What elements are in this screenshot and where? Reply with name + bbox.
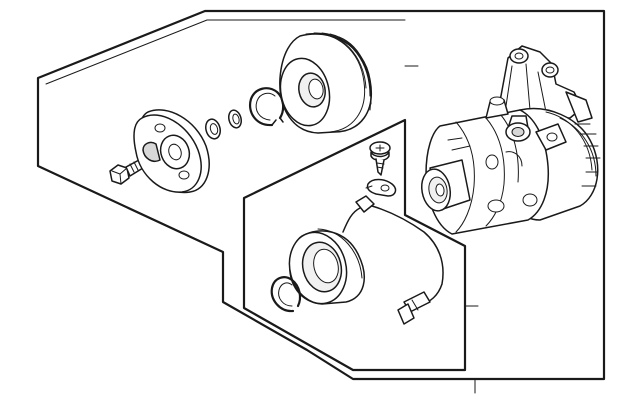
coil-connector [397, 291, 431, 325]
field-coil [288, 228, 365, 305]
compressor-body [420, 45, 601, 235]
wire-clip-screw [369, 141, 391, 176]
shim-washer-small [228, 109, 242, 129]
clutch-hub-plate [133, 109, 210, 194]
field-coil-group-outline [242, 118, 467, 372]
assembly-outline-inner-edge [45, 19, 406, 85]
shim-washer-large [205, 118, 221, 140]
coil-wire-harness [342, 195, 444, 305]
assembly-outline [36, 9, 606, 381]
clutch-hub-bolt [109, 159, 144, 185]
wire-clip [365, 178, 397, 197]
snap-ring-coil [270, 276, 302, 313]
snap-ring-pulley [248, 87, 285, 127]
pulley [279, 32, 372, 134]
